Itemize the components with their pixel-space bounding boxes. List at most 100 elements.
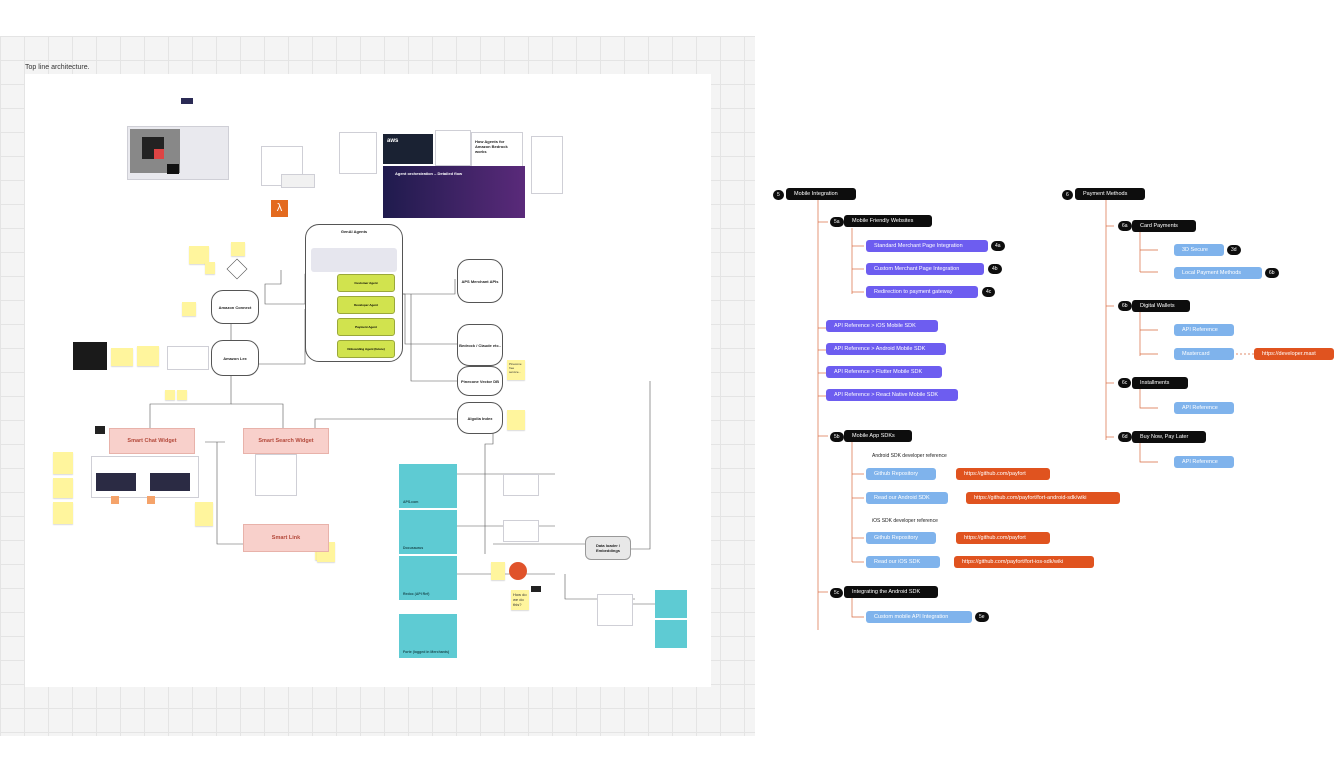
ref-tag: 5e — [975, 612, 989, 622]
agent-tools-panel — [311, 248, 397, 272]
doc-thumb-2[interactable] — [339, 132, 377, 174]
sticky-note[interactable] — [177, 390, 187, 400]
teal-source-small[interactable] — [655, 590, 687, 618]
local-payment-methods-node[interactable]: Local Payment Methods — [1174, 267, 1262, 279]
api-ref-android-node[interactable]: API Reference > Android Mobile SDK — [826, 343, 946, 355]
installments-node[interactable]: Installments — [1132, 377, 1188, 389]
section-tag: 5c — [830, 588, 844, 598]
section-tag: 5a — [830, 217, 844, 227]
android-repo-link[interactable]: https://github.com/payfort — [956, 468, 1050, 480]
teal-source-small[interactable] — [655, 620, 687, 648]
mobile-websites-node[interactable]: Mobile Friendly Websites — [844, 215, 932, 227]
aws-logo-text: aws — [387, 138, 399, 144]
amazon-lex-box[interactable]: Amazon Lex — [211, 340, 259, 376]
search-widget-preview[interactable] — [255, 454, 297, 496]
installments-api-ref-node[interactable]: API Reference — [1174, 402, 1234, 414]
bnpl-node[interactable]: Buy Now, Pay Later — [1132, 431, 1206, 443]
customer-agent-box[interactable]: Customer Agent — [337, 274, 395, 292]
smart-chat-widget-box[interactable]: Smart Chat Widget — [109, 428, 195, 454]
how-do-sticky[interactable]: How do we do this? — [511, 590, 529, 610]
mobile-integration-node[interactable]: Mobile Integration — [786, 188, 856, 200]
aws-article-thumb[interactable]: How Agents for Amazon Bedrock works — [471, 132, 523, 170]
amazon-connect-box[interactable]: Amazon Connect — [211, 290, 259, 324]
section-tag: 6 — [1062, 190, 1073, 200]
digital-wallets-node[interactable]: Digital Wallets — [1132, 300, 1190, 312]
android-repo-node[interactable]: Github Repository — [866, 468, 936, 480]
aps-page-thumb[interactable] — [503, 474, 539, 496]
custom-merchant-page-node[interactable]: Custom Merchant Page Integration — [866, 263, 984, 275]
ios-read-node[interactable]: Read our iOS SDK — [866, 556, 940, 568]
bnpl-api-ref-node[interactable]: API Reference — [1174, 456, 1234, 468]
aps-merchant-apis-box[interactable]: APS Merchant APIs — [457, 259, 503, 303]
qr-thumb — [167, 164, 179, 174]
section-tag: 6b — [1118, 301, 1132, 311]
sticky-note[interactable] — [205, 262, 215, 274]
smart-search-widget-box[interactable]: Smart Search Widget — [243, 428, 329, 454]
sticky-note[interactable] — [507, 410, 525, 430]
agent-orchestration-thumb[interactable]: Agent orchestration – Detailed flow — [383, 166, 525, 218]
bedrock-box[interactable]: Bedrock / Claude etc.. — [457, 324, 503, 366]
sticky-note[interactable] — [491, 562, 505, 580]
aws-article-title: How Agents for Amazon Bedrock works — [475, 139, 508, 154]
sticky-note[interactable] — [53, 452, 73, 474]
genai-agents-container[interactable]: GenAI Agents — [305, 224, 403, 362]
mobile-sdks-node[interactable]: Mobile App SDKs — [844, 430, 912, 442]
custom-mobile-api-node[interactable]: Custom mobile API Integration — [866, 611, 972, 623]
smart-link-box[interactable]: Smart Link — [243, 524, 329, 552]
algolia-box[interactable]: Algolia Index — [457, 402, 503, 434]
sticky-note[interactable] — [165, 390, 175, 400]
sticky-note[interactable] — [53, 478, 73, 498]
genai-agents-title: GenAI Agents — [340, 229, 368, 234]
payment-agent-box[interactable]: Payment Agent — [337, 318, 395, 336]
redirection-node[interactable]: Redirection to payment gateway — [866, 286, 978, 298]
device-thumb — [181, 98, 193, 104]
api-ref-ios-node[interactable]: API Reference > iOS Mobile SDK — [826, 320, 938, 332]
pending-circle[interactable] — [509, 562, 527, 580]
small-diagram-thumb — [281, 174, 315, 188]
developer-agent-box[interactable]: Developer Agent — [337, 296, 395, 314]
aps-source[interactable]: APS.com — [399, 464, 457, 508]
android-read-link[interactable]: https://github.com/payfort/fort-android-… — [966, 492, 1120, 504]
docs-page-thumb[interactable] — [503, 520, 539, 542]
sticky-note[interactable] — [53, 502, 73, 524]
sticky-note[interactable] — [111, 348, 133, 366]
docusaurus-source[interactable]: Docusaurus — [399, 510, 457, 554]
tree-connectors — [817, 200, 1260, 630]
sticky-note[interactable] — [231, 242, 245, 256]
ref-tag: 4c — [982, 287, 996, 297]
api-ref-react-native-node[interactable]: API Reference > React Native Mobile SDK — [826, 389, 958, 401]
wallets-api-ref-node[interactable]: API Reference — [1174, 324, 1234, 336]
chat-icon — [147, 496, 155, 504]
ios-repo-node[interactable]: Github Repository — [866, 532, 936, 544]
forte-source[interactable]: Forte (logged in Merchants) — [399, 614, 457, 658]
aws-logo-thumb[interactable]: aws — [383, 134, 433, 164]
pinecone-box[interactable]: Pinecone Vector DB — [457, 366, 503, 396]
standard-merchant-page-node[interactable]: Standard Merchant Page Integration — [866, 240, 988, 252]
sticky-note[interactable] — [189, 246, 209, 264]
api-ref-flutter-node[interactable]: API Reference > Flutter Mobile SDK — [826, 366, 942, 378]
sticky-note[interactable] — [195, 502, 213, 526]
ref-tag: 4a — [991, 241, 1005, 251]
section-tag: 6a — [1118, 221, 1132, 231]
integrating-android-node[interactable]: Integrating the Android SDK — [844, 586, 938, 598]
card-payments-node[interactable]: Card Payments — [1132, 220, 1196, 232]
android-read-node[interactable]: Read our Android SDK — [866, 492, 948, 504]
data-loader-box[interactable]: Data loader / Embeddings — [585, 536, 631, 560]
3d-secure-node[interactable]: 3D Secure — [1174, 244, 1224, 256]
sticky-note[interactable] — [137, 346, 159, 366]
mastercard-link[interactable]: https://developer.mast — [1254, 348, 1334, 360]
pinecone-sticky[interactable]: Pinecone free service... — [507, 360, 525, 380]
chat-widget-preview[interactable] — [91, 456, 199, 498]
ios-repo-link[interactable]: https://github.com/payfort — [956, 532, 1050, 544]
flow-thumb[interactable] — [435, 130, 471, 166]
architecture-frame[interactable]: aws How Agents for Amazon Bedrock works … — [25, 74, 711, 687]
mastercard-node[interactable]: Mastercard — [1174, 348, 1234, 360]
onboarding-agent-box[interactable]: Onboarding Agent (future) — [337, 340, 395, 358]
redoc-source[interactable]: Redoc (API Ref) — [399, 556, 457, 600]
ios-read-link[interactable]: https://github.com/payfort/fort-ios-sdk/… — [954, 556, 1094, 568]
payment-methods-node[interactable]: Payment Methods — [1075, 188, 1145, 200]
text-doc-thumb[interactable] — [531, 136, 563, 194]
chat-screenshot-thumb[interactable] — [73, 342, 107, 370]
sticky-note[interactable] — [182, 302, 196, 316]
redoc-page-thumb[interactable] — [597, 594, 633, 626]
